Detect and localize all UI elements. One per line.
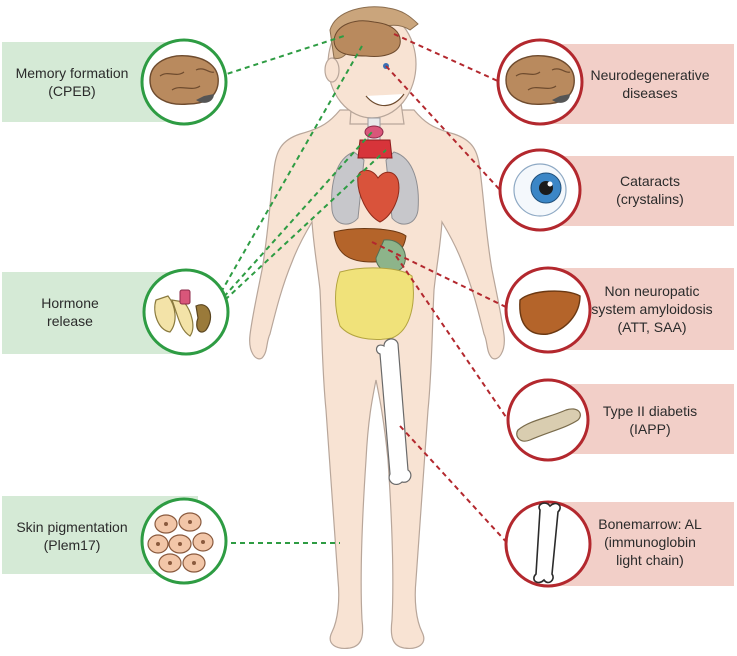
line-amyloid xyxy=(371,241,509,309)
pancreas-icon xyxy=(516,408,581,442)
label-neuro-line: diseases xyxy=(622,85,677,101)
label-hormone-line: Hormone xyxy=(41,295,99,311)
line-hormone-c xyxy=(211,149,387,313)
label-diabetes: Type II diabetis (IAPP) xyxy=(603,403,697,437)
glands-icon xyxy=(154,289,211,337)
circle-bone xyxy=(504,500,592,588)
label-amyloid-line: system amyloidosis xyxy=(591,301,712,317)
circle-neuro xyxy=(496,38,584,126)
label-amyloid: Non neuropatic system amyloidosis (ATT, SA… xyxy=(591,283,712,335)
organs xyxy=(331,117,419,340)
label-hormone-line: release xyxy=(47,313,93,329)
thyroid xyxy=(364,125,384,139)
circle-diabetes xyxy=(506,378,590,462)
label-cataracts-line: Cataracts xyxy=(620,173,680,189)
circle-skin xyxy=(140,497,228,585)
label-bone: Bonemarrow: AL (immunoglobin light chain) xyxy=(598,516,702,568)
label-neuro-line: Neurodegenerative xyxy=(590,67,709,83)
aorta xyxy=(357,139,393,159)
line-bone xyxy=(399,425,511,547)
label-bone-line: Bonemarrow: AL xyxy=(598,516,702,532)
line-hormone-b xyxy=(211,131,373,311)
label-memory-line: (CPEB) xyxy=(48,83,95,99)
head-brain xyxy=(333,20,401,57)
labels: Memory formation (CPEB) Hormone releaseSkin… xyxy=(16,65,713,568)
liver-icon xyxy=(519,290,581,335)
label-skin-line: (Plem17) xyxy=(44,537,101,553)
label-memory: Memory formation (CPEB) xyxy=(16,65,129,99)
icon-circles xyxy=(140,38,592,588)
label-diabetes-line: (IAPP) xyxy=(629,421,670,437)
label-skin-line: Skin pigmentation xyxy=(16,519,127,535)
bone-icon xyxy=(533,502,561,584)
circle-cataracts xyxy=(498,148,582,232)
brain-icon xyxy=(149,55,219,105)
leg-femur xyxy=(375,338,412,486)
eye-icon xyxy=(513,163,567,217)
line-diabetes xyxy=(395,255,509,421)
lung-left xyxy=(331,151,365,225)
cell-nuclei xyxy=(156,520,205,565)
label-bone-line: light chain) xyxy=(616,552,684,568)
body-silhouette xyxy=(249,109,505,649)
label-skin: Skin pigmentation (Plem17) xyxy=(16,519,127,553)
ear xyxy=(324,57,340,83)
label-amyloid-line: Non neuropatic xyxy=(605,283,700,299)
circle-amyloid xyxy=(504,266,592,354)
label-memory-line: Memory formation xyxy=(16,65,129,81)
brain-icon xyxy=(505,55,575,105)
label-cataracts: Cataracts (crystalins) xyxy=(616,173,684,207)
heart xyxy=(357,169,400,223)
line-memory xyxy=(201,35,345,83)
label-amyloid-line: (ATT, SAA) xyxy=(618,319,687,335)
face-smile xyxy=(365,93,405,107)
label-cataracts-line: (crystalins) xyxy=(616,191,684,207)
circle-hormone xyxy=(142,268,230,356)
label-diabetes-line: Type II diabetis xyxy=(603,403,697,419)
connector-lines xyxy=(201,33,511,547)
circle-memory xyxy=(140,38,228,126)
line-cataracts xyxy=(385,65,501,191)
intestines xyxy=(335,267,414,340)
label-bone-line: (immunoglobin xyxy=(604,534,696,550)
line-neuro xyxy=(393,33,501,83)
label-neuro: Neurodegenerative diseases xyxy=(590,67,709,101)
label-hormone: Hormone release xyxy=(41,295,99,329)
